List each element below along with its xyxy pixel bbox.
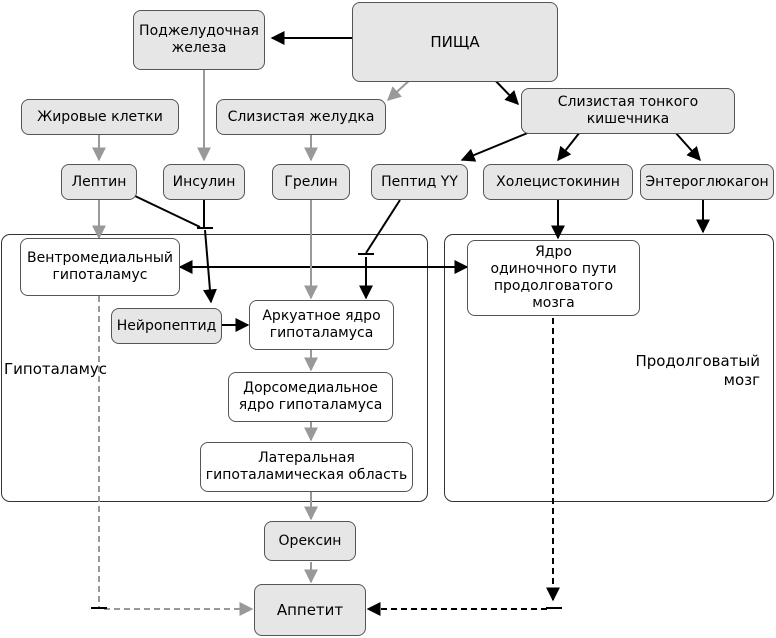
leptin-node: Лептин	[61, 164, 137, 200]
medulla-region	[444, 234, 774, 502]
dorsomedial-node: Дорсомедиальное ядро гипоталамуса	[228, 372, 393, 422]
food-node: ПИЩА	[352, 2, 558, 82]
arrow-pyy-bar	[365, 199, 401, 254]
hypothalamus-region	[1, 234, 428, 502]
neuropeptide-node: Нейропептид	[111, 308, 222, 344]
medulla-label: Продолговатый мозг	[635, 352, 760, 389]
arrow-intestine-cck	[557, 131, 581, 162]
insulin-node: Инсулин	[163, 164, 245, 200]
fat-cells-node: Жировые клетки	[21, 99, 179, 135]
pancreas-node: Поджелудочная железа	[133, 10, 265, 70]
arcuate-node: Аркуатное ядро гипоталамуса	[249, 300, 394, 350]
appetite-node: Аппетит	[254, 584, 366, 636]
stomach-mucosa-node: Слизистая желудка	[216, 99, 386, 135]
arrow-intestine-pyy	[460, 131, 531, 162]
inhibition-bar-ventro	[91, 607, 107, 609]
ventromedial-node: Вентромедиальный гипоталамус	[20, 238, 180, 296]
hypothalamus-label: Гипоталамус	[4, 360, 108, 378]
arrow-intestine-entero	[674, 131, 701, 162]
cholecystokinin-node: Холецистокинин	[483, 164, 633, 200]
ghrelin-node: Грелин	[272, 164, 350, 200]
arrow-leptin-bar	[134, 195, 201, 228]
intestine-mucosa-node: Слизистая тонкого кишечника	[521, 88, 735, 134]
solitary-node: Ядро одиночного пути продолговатого мозг…	[467, 240, 640, 316]
enteroglucagon-node: Энтероглюкагон	[640, 164, 774, 200]
lateral-node: Латеральная гипоталамическая область	[200, 442, 413, 492]
peptide-yy-node: Пептид YY	[371, 164, 468, 200]
inhibition-bar-neuro	[197, 227, 213, 229]
orexin-node: Орексин	[264, 521, 356, 561]
inhibition-bar-arcuate	[358, 253, 374, 255]
inhibition-bar-solitary	[546, 607, 562, 609]
